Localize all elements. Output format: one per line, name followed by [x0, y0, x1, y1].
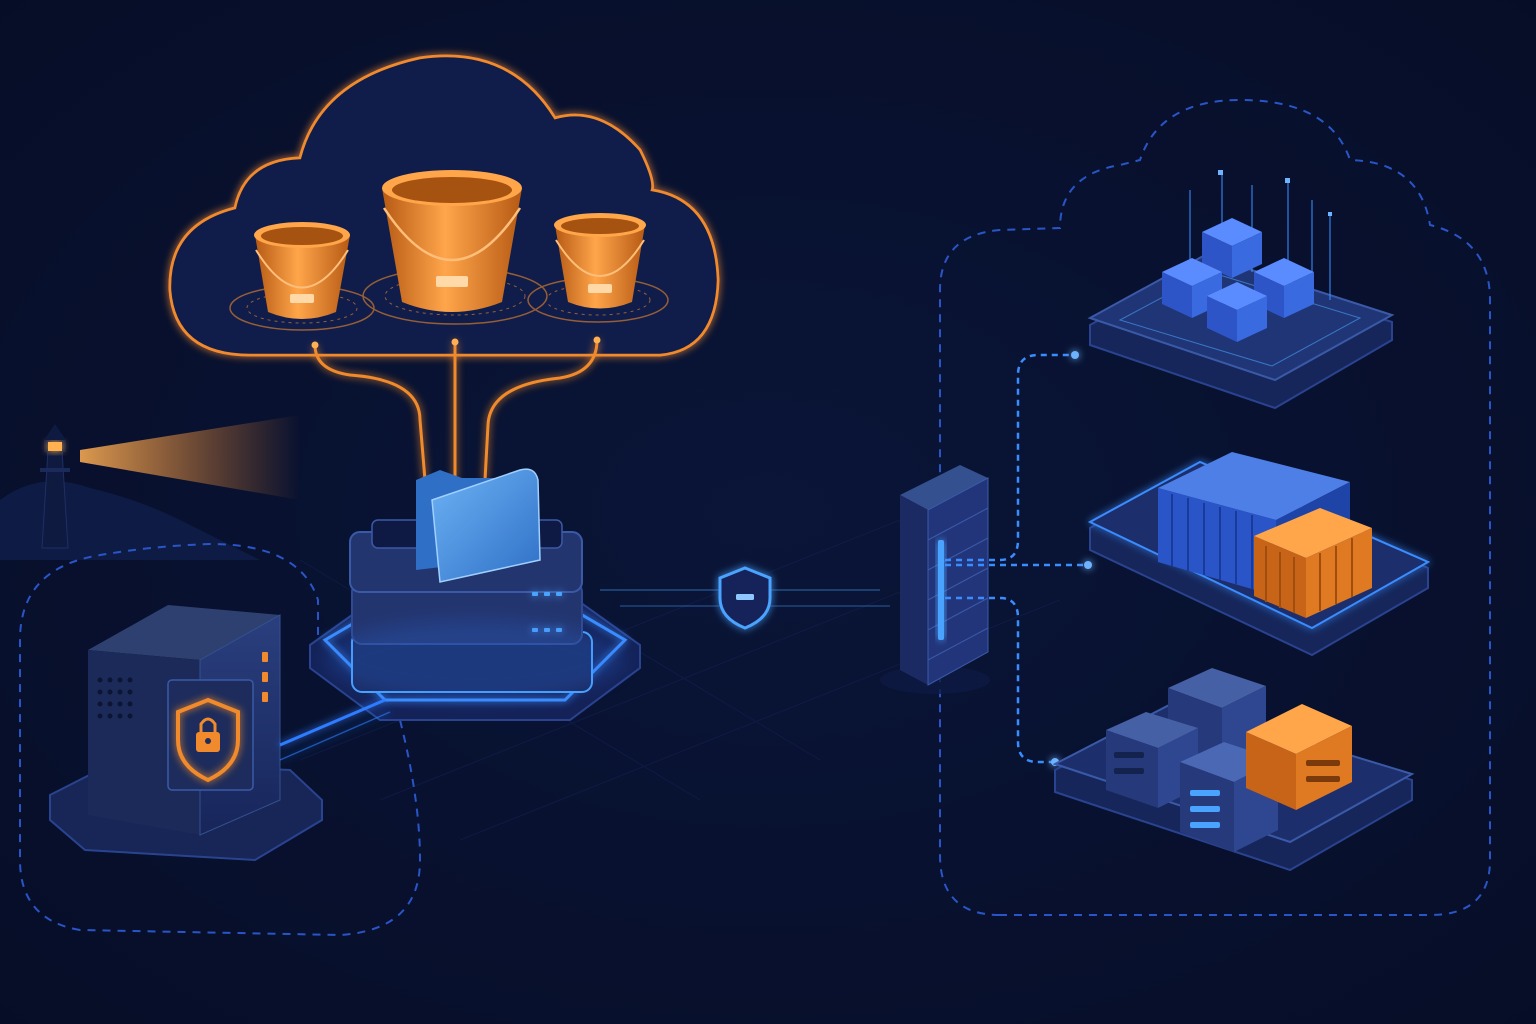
shipping-container-icon [1087, 452, 1431, 657]
bucket-icon [254, 222, 350, 319]
firewall-workload-links [945, 353, 1088, 764]
gateway-glow [325, 620, 625, 700]
folder-icon [416, 468, 541, 583]
server-box-icon [1052, 668, 1415, 872]
firewall-icon [880, 465, 990, 694]
link-dots [1051, 351, 1092, 766]
bucket-connectors [313, 339, 599, 481]
bucket-icon [382, 170, 522, 312]
safe-gateway-link [279, 698, 391, 761]
lighthouse-icon [0, 415, 300, 560]
private-network-boundary [939, 98, 1491, 916]
bucket-icon [554, 213, 646, 309]
on-premises-boundary [19, 542, 422, 937]
connector-dots [311, 336, 601, 349]
shield-icon [718, 566, 772, 630]
cubes-icon [1087, 170, 1395, 410]
shield-lock-icon [176, 697, 240, 783]
